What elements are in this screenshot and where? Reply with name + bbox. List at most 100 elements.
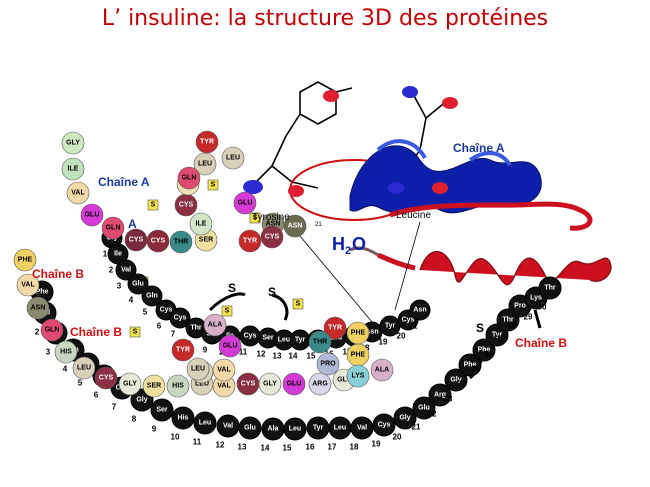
svg-text:26: 26 bbox=[485, 350, 494, 359]
chain-a-ribbon bbox=[349, 139, 542, 214]
svg-text:GLY: GLY bbox=[123, 381, 137, 388]
svg-text:THR: THR bbox=[174, 239, 188, 246]
chain-a-bead: LEU bbox=[221, 146, 245, 170]
svg-text:SER: SER bbox=[147, 383, 161, 390]
sulfur-square: S bbox=[221, 305, 233, 317]
chain-b-residue: Arg 22 bbox=[428, 383, 452, 419]
chain-a-label: Chaîne A bbox=[98, 175, 150, 189]
svg-text:9: 9 bbox=[203, 346, 208, 355]
svg-text:7: 7 bbox=[112, 403, 117, 412]
svg-text:Thr: Thr bbox=[190, 325, 202, 332]
chain-a-bead: CYS bbox=[146, 229, 170, 253]
svg-text:ASN: ASN bbox=[266, 221, 281, 228]
svg-text:ALA: ALA bbox=[375, 367, 389, 374]
leucine-label: Leucine bbox=[396, 210, 431, 221]
svg-text:LEU: LEU bbox=[195, 381, 209, 388]
svg-text:ARG: ARG bbox=[312, 381, 328, 388]
svg-text:PHE: PHE bbox=[351, 352, 366, 359]
svg-text:GLY: GLY bbox=[263, 381, 277, 388]
svg-text:13: 13 bbox=[273, 352, 282, 361]
svg-text:CYS: CYS bbox=[151, 238, 166, 245]
chain-b-bead: CYS bbox=[236, 372, 260, 396]
svg-text:Cys: Cys bbox=[402, 317, 415, 324]
svg-text:THR: THR bbox=[313, 339, 327, 346]
svg-text:GLU: GLU bbox=[85, 212, 100, 219]
nitrogen-atom bbox=[402, 86, 418, 98]
svg-text:15: 15 bbox=[283, 444, 292, 453]
svg-text:LEU: LEU bbox=[198, 161, 212, 168]
svg-text:Val: Val bbox=[223, 423, 233, 430]
svg-text:15: 15 bbox=[307, 352, 316, 361]
chain-b-bead: LYS bbox=[346, 364, 370, 388]
svg-text:19: 19 bbox=[372, 440, 381, 449]
svg-text:Val: Val bbox=[357, 425, 367, 432]
svg-text:Leu: Leu bbox=[278, 337, 290, 344]
oxygen-atom bbox=[442, 97, 458, 109]
chain-b-ribbon bbox=[349, 201, 612, 286]
chain-b-label-2: Chaîne B bbox=[70, 325, 122, 339]
svg-text:29: 29 bbox=[524, 313, 533, 322]
chain-b-bead: PRO bbox=[316, 352, 340, 376]
svg-text:6: 6 bbox=[157, 322, 162, 331]
chain-b-bead: ALA bbox=[370, 358, 394, 382]
svg-text:TYR: TYR bbox=[328, 325, 342, 332]
chain-a-bead: ASN bbox=[283, 214, 307, 238]
chain-b-bead: LEU bbox=[186, 357, 210, 381]
svg-text:SER: SER bbox=[199, 237, 213, 244]
svg-text:Arg: Arg bbox=[434, 392, 446, 399]
water-label: H 2 O bbox=[332, 234, 366, 257]
svg-text:TYR: TYR bbox=[176, 347, 190, 354]
svg-text:Tyr: Tyr bbox=[295, 337, 306, 344]
svg-text:Ser: Ser bbox=[262, 335, 274, 342]
svg-text:LEU: LEU bbox=[226, 155, 240, 162]
chain-b-bead: GLY bbox=[118, 372, 142, 396]
svg-text:12: 12 bbox=[216, 441, 225, 450]
svg-text:18: 18 bbox=[350, 443, 359, 452]
svg-text:11: 11 bbox=[193, 438, 202, 447]
svg-text:22: 22 bbox=[428, 410, 437, 419]
svg-text:Tyr: Tyr bbox=[313, 425, 324, 432]
chain-a-label-right: Chaîne A bbox=[453, 141, 505, 155]
water-h: H bbox=[332, 234, 345, 254]
svg-text:PRO: PRO bbox=[320, 361, 336, 368]
svg-text:Leu: Leu bbox=[334, 425, 346, 432]
svg-text:Asn: Asn bbox=[365, 329, 378, 336]
svg-text:1: 1 bbox=[103, 250, 108, 259]
svg-text:14: 14 bbox=[289, 352, 298, 361]
chain-b-bead: ASN bbox=[26, 296, 50, 320]
svg-text:27: 27 bbox=[496, 335, 505, 344]
svg-text:16: 16 bbox=[306, 443, 315, 452]
svg-text:Glu: Glu bbox=[132, 281, 144, 288]
chain-b-bead: VAL bbox=[212, 358, 236, 382]
chain-b-bead: GLN bbox=[40, 318, 64, 342]
chain-a-bead: GLY bbox=[61, 131, 85, 155]
svg-text:13: 13 bbox=[238, 443, 247, 452]
svg-text:ILE: ILE bbox=[196, 221, 207, 228]
svg-text:Lys: Lys bbox=[530, 295, 542, 302]
svg-text:21: 21 bbox=[412, 423, 421, 432]
chain-a-bead: CYS bbox=[260, 225, 284, 249]
svg-text:GLN: GLN bbox=[106, 225, 121, 232]
chain-b-bead: GLU bbox=[218, 334, 242, 358]
svg-text:Pro: Pro bbox=[514, 303, 526, 310]
svg-text:CYS: CYS bbox=[265, 234, 280, 241]
chain-b-bead: PHE bbox=[346, 321, 370, 345]
svg-text:Phe: Phe bbox=[464, 362, 477, 369]
svg-text:Phe: Phe bbox=[478, 347, 491, 354]
chain-a-bead: THR bbox=[169, 230, 193, 254]
sulfur-square: S bbox=[207, 179, 219, 191]
nitrogen-atom bbox=[243, 180, 263, 194]
svg-text:Gly: Gly bbox=[136, 397, 147, 404]
svg-text:S: S bbox=[225, 308, 230, 315]
nitrogen-atom bbox=[388, 182, 404, 194]
